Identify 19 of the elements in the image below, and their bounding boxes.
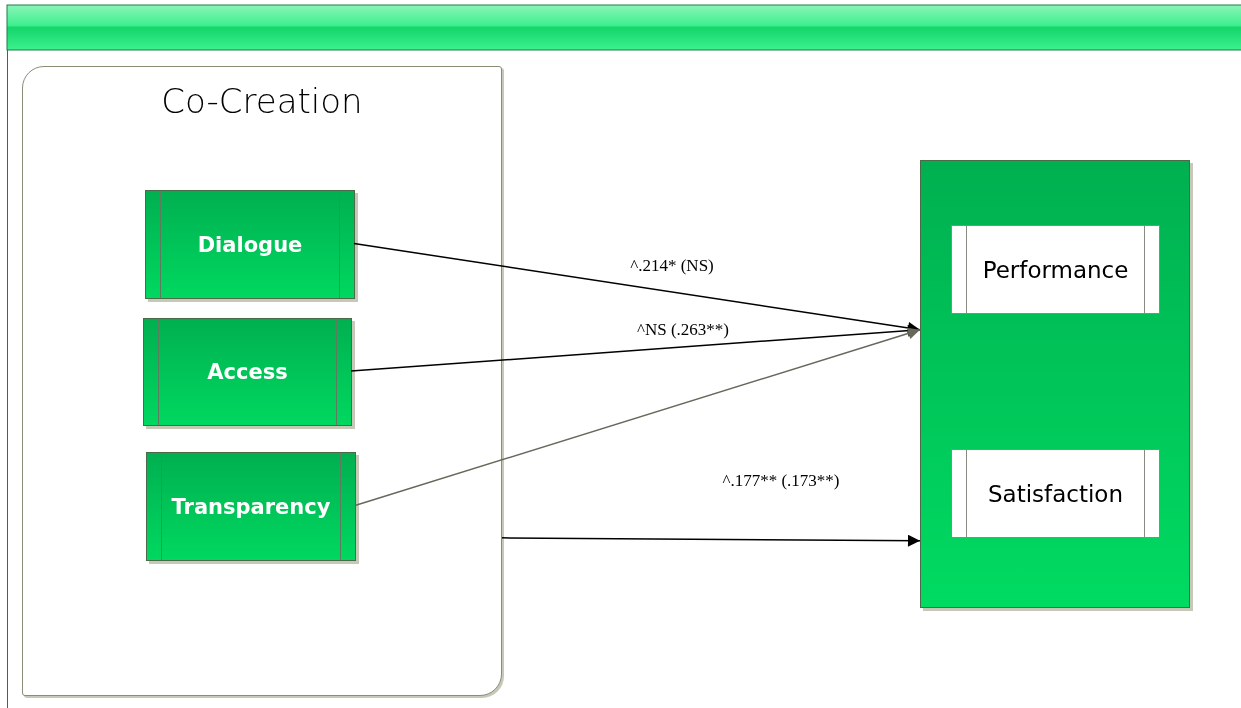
box-label: Transparency (171, 494, 331, 519)
group-title: Co-Creation (161, 81, 363, 121)
construct-box (145, 190, 355, 299)
box-label: Dialogue (197, 232, 303, 257)
box-label: Access (207, 360, 288, 384)
box-label: Performance (982, 256, 1129, 283)
arrow (354, 327, 921, 507)
outcome-panel (920, 160, 1190, 608)
group-panel (22, 66, 502, 696)
edge-label: ^NS (.263**) (635, 320, 731, 340)
outcome-box (951, 449, 1160, 538)
edge-label: ^.177** (.173**) (720, 471, 842, 491)
edge-label: ^.214* (NS) (628, 256, 716, 276)
construct-box (146, 452, 356, 561)
arrow (501, 534, 921, 547)
box-label: Satisfaction (988, 480, 1123, 507)
arrow (353, 242, 921, 334)
construct-box (143, 318, 352, 426)
outcome-box (951, 225, 1160, 314)
